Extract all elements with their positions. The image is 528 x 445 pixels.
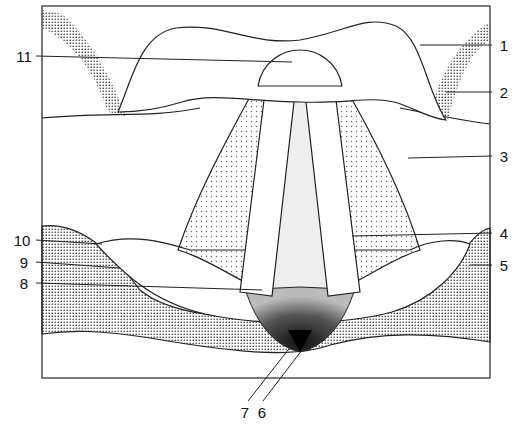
leader-line xyxy=(470,265,492,266)
leader-line xyxy=(446,92,492,93)
leader-line xyxy=(352,233,492,236)
callout-number: 6 xyxy=(256,404,268,421)
ventricular-fold xyxy=(178,82,420,300)
callout-number: 7 xyxy=(239,404,251,421)
piriform-recess xyxy=(42,10,126,116)
leader-line xyxy=(408,156,492,158)
vocal-fold xyxy=(304,84,360,296)
leader-line xyxy=(36,56,292,62)
fold-line xyxy=(400,108,490,124)
piriform-recess xyxy=(430,22,490,120)
leader-line xyxy=(36,240,102,244)
callout-number: 10 xyxy=(12,232,33,249)
callout-number: 9 xyxy=(18,254,30,271)
leader-line xyxy=(36,283,262,290)
callout-number: 3 xyxy=(498,148,510,165)
epiglottis xyxy=(118,22,446,120)
leader-line xyxy=(420,45,492,46)
leader-line xyxy=(36,262,120,268)
trachea-opening xyxy=(246,287,354,352)
epiglottic-tubercle xyxy=(258,50,342,86)
callout-number: 1 xyxy=(498,37,510,54)
callout-number: 4 xyxy=(498,225,510,242)
callout-number: 11 xyxy=(14,48,34,65)
leader-line xyxy=(263,350,302,401)
trachea-dark xyxy=(288,330,312,352)
callout-number: 2 xyxy=(498,84,510,101)
callout-number: 5 xyxy=(498,257,510,274)
callout-number: 8 xyxy=(18,275,30,292)
vocal-fold xyxy=(240,84,296,296)
